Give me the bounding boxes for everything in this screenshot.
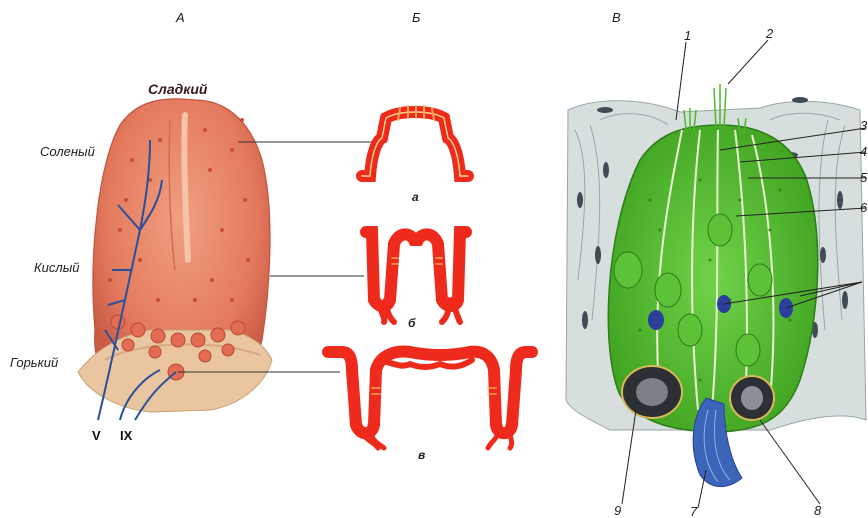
taste-sweet: Сладкий: [148, 81, 208, 97]
label-3: 3: [860, 118, 868, 133]
taste-bitter: Горький: [10, 355, 58, 370]
label-2: 2: [765, 26, 774, 41]
panel-v-label: В: [612, 10, 621, 25]
panel-b-label: Б: [412, 10, 421, 25]
taste-sour: Кислый: [34, 260, 80, 275]
papilla-a: [362, 106, 468, 176]
papilla-b-label: б: [408, 316, 416, 330]
label-8: 8: [814, 503, 822, 518]
label-7: 7: [690, 504, 698, 518]
taste-salty: Соленый: [40, 144, 95, 159]
nerve-ix-label: IX: [120, 428, 133, 443]
label-6: 6: [860, 200, 868, 215]
label-4: 4: [860, 144, 867, 159]
taste-bud: [566, 84, 866, 487]
nerve-v-label: V: [92, 428, 101, 443]
label-5: 5: [860, 170, 868, 185]
papilla-a-label: а: [412, 190, 419, 204]
papilla-v-label: в: [418, 448, 425, 462]
label-9: 9: [614, 503, 621, 518]
papilla-b: [366, 232, 466, 322]
panel-a-label: А: [175, 10, 185, 25]
label-1: 1: [684, 28, 691, 43]
papilla-v: [328, 352, 532, 448]
